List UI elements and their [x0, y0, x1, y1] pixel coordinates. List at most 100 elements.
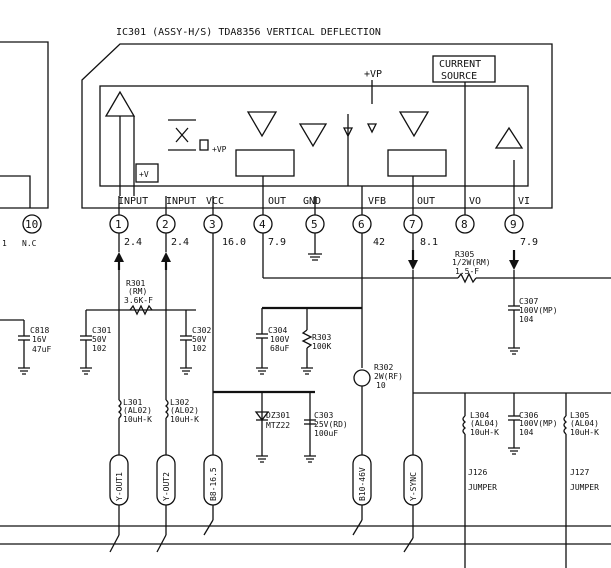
l304-type: (AL04): [470, 419, 499, 428]
pin-7-voltage: 8.1: [420, 237, 438, 248]
arrow-pin9: [509, 260, 519, 270]
connector-b8-label: B8-16.5: [209, 467, 218, 501]
c304-ref: C304: [268, 326, 287, 335]
amp-flyback-symbol: [298, 123, 328, 148]
arrow-pin2: [161, 252, 171, 262]
c818-ref: C818: [30, 326, 49, 335]
r301-value: 3.6K-F: [124, 296, 153, 305]
amp-a-symbol: [246, 111, 278, 138]
pin-7-number: 7: [409, 218, 416, 231]
left-ic-outline: [0, 41, 49, 209]
r301-type: (RM): [128, 287, 147, 296]
pin-10-label: N.C: [22, 239, 37, 248]
c306-voltage: 100V(MP): [519, 419, 558, 428]
pin-9-voltage: 7.9: [520, 237, 538, 248]
current-mirror-symbol: [168, 119, 196, 151]
c307-ref: C307: [519, 297, 538, 306]
inductor-l301-symbol: [117, 399, 122, 419]
c818-value: 47uF: [32, 345, 51, 354]
pin-8-number: 8: [461, 218, 468, 231]
pin-4-voltage: 7.9: [268, 237, 286, 248]
resistor-r301-symbol: [129, 304, 153, 316]
r302-value: 10: [376, 381, 386, 390]
diagram-title: IC301 (ASSY-H/S) TDA8356 VERTICAL DEFLEC…: [116, 27, 381, 38]
l305-value: 10uH-K: [570, 428, 599, 437]
j126-ref: J126: [468, 468, 487, 477]
arrow-pin1: [114, 252, 124, 262]
c301-voltage: 50V: [92, 335, 107, 344]
connector-y-out2-label: Y-OUT2: [162, 472, 171, 501]
pin-3-voltage: 16.0: [222, 237, 246, 248]
r302-ref: R302: [374, 363, 393, 372]
dz301-ref: DZ301: [266, 411, 290, 420]
pin-2-label: INPUT: [166, 196, 196, 207]
pin-2-number: 2: [162, 218, 169, 231]
l302-type: (AL02): [170, 406, 199, 415]
pin-10-number: 10: [25, 218, 38, 231]
pin-9-number: 9: [510, 218, 517, 231]
output-stage-a: [235, 149, 295, 177]
c303-ref: C303: [314, 411, 333, 420]
diode-2-symbol: [366, 123, 378, 134]
pin-6-voltage: 42: [373, 237, 385, 248]
left-pin-voltage: 1: [2, 239, 7, 248]
r303-value: 100K: [312, 342, 331, 351]
c818-voltage: 16V: [32, 335, 47, 344]
c307-value: 104: [519, 315, 534, 324]
dz301-type: MTZ22: [266, 421, 290, 430]
pin-8-label: VO: [469, 196, 481, 207]
c301-value: 102: [92, 344, 107, 353]
pin-5-number: 5: [311, 218, 318, 231]
inductor-l305-symbol: [563, 415, 568, 435]
l304-value: 10uH-K: [470, 428, 499, 437]
c307-voltage: 100V(MP): [519, 306, 558, 315]
r303-ref: R303: [312, 333, 331, 342]
j127-ref: J127: [570, 468, 589, 477]
j127-type: JUMPER: [570, 483, 599, 492]
c301-ref: C301: [92, 326, 111, 335]
l301-ref: L301: [123, 398, 142, 407]
resistor-r303-symbol: [301, 329, 313, 349]
pin-3-number: 3: [209, 218, 216, 231]
v-source-box: [135, 163, 159, 183]
pin-4-number: 4: [259, 218, 266, 231]
connector-y-out1-label: Y-OUT1: [115, 472, 124, 501]
r305-type: 1/2W(RM): [452, 258, 491, 267]
pin-1-label: INPUT: [118, 196, 148, 207]
c304-value: 68uF: [270, 344, 289, 353]
c303-value: 100uF: [314, 429, 338, 438]
current-source-line2: SOURCE: [441, 71, 477, 82]
vp-top-label: +VP: [364, 69, 382, 80]
zener-dz301-symbol: [254, 411, 270, 422]
vp-mid-label: +VP: [212, 145, 227, 154]
left-ic-inner: [0, 175, 31, 208]
ic-pins: 1 2 3 4 5 6 7 8 9 INPUT INPUT VCC OUT GN…: [109, 196, 538, 248]
pin-10: [22, 214, 42, 234]
l302-ref: L302: [170, 398, 189, 407]
c306-ref: C306: [519, 411, 538, 420]
inductor-l304-symbol: [462, 415, 467, 435]
resistor-r305-symbol: [457, 272, 477, 284]
pin-3-label: VCC: [206, 196, 224, 207]
inductor-l302-symbol: [164, 399, 169, 419]
pin-1-number: 1: [115, 218, 122, 231]
r305-value: 1.5-F: [455, 267, 479, 276]
c302-voltage: 50V: [192, 335, 207, 344]
l305-type: (AL04): [570, 419, 599, 428]
c306-value: 104: [519, 428, 534, 437]
pin-6-label: VFB: [368, 196, 386, 207]
pin-5-label: GND: [303, 196, 321, 207]
connectors: Y-OUT1 Y-OUT2 B8-16.5 B10-46V Y-SYNC: [109, 454, 423, 506]
connector-y-sync-label: Y-SYNC: [409, 472, 418, 501]
v-box-label: +V: [139, 170, 149, 179]
amp-b-symbol: [398, 111, 430, 138]
ic-outline: [81, 43, 553, 209]
c302-value: 102: [192, 344, 207, 353]
pin-7-label: OUT: [417, 196, 435, 207]
c302-ref: C302: [192, 326, 211, 335]
l305-ref: L305: [570, 411, 589, 420]
pin-6-number: 6: [358, 218, 365, 231]
current-source-line1: CURRENT: [439, 59, 481, 70]
r305-ref: R305: [455, 250, 474, 259]
r302-type: 2W(RF): [374, 372, 403, 381]
